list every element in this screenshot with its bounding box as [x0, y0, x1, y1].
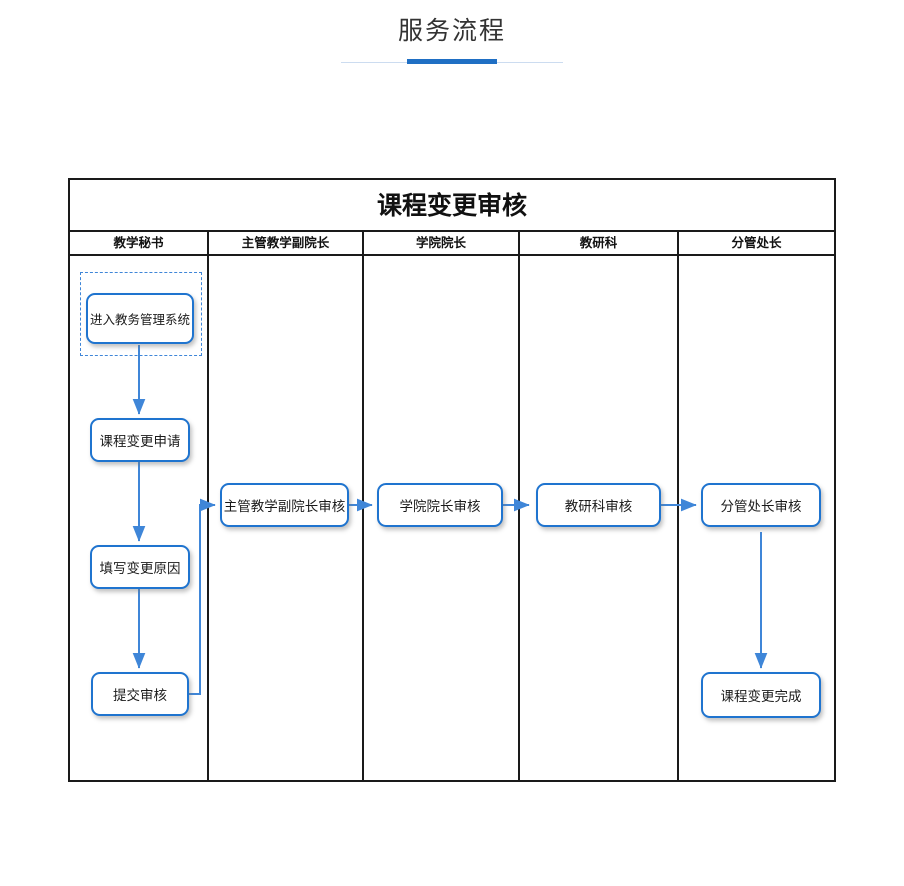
node-vice-dean-review[interactable]: 主管教学副院长审核 — [220, 483, 349, 527]
node-submit-for-review[interactable]: 提交审核 — [91, 672, 189, 716]
node-course-change-application[interactable]: 课程变更申请 — [90, 418, 190, 462]
lane-header-teaching-secretary: 教学秘书 — [70, 232, 209, 254]
node-fill-change-reason[interactable]: 填写变更原因 — [90, 545, 190, 589]
lane-header-row: 教学秘书 主管教学副院长 学院院长 教研科 分管处长 — [70, 232, 834, 256]
lane-header-research-office: 教研科 — [520, 232, 679, 254]
lane-header-dean: 学院院长 — [364, 232, 520, 254]
lane-body-dean — [364, 256, 520, 780]
node-research-office-review[interactable]: 教研科审核 — [536, 483, 661, 527]
node-dean-review[interactable]: 学院院长审核 — [377, 483, 503, 527]
selection-handle-rect[interactable] — [80, 272, 202, 356]
node-division-head-review[interactable]: 分管处长审核 — [701, 483, 821, 527]
page-title: 服务流程 — [397, 17, 506, 45]
lane-header-vice-dean: 主管教学副院长 — [209, 232, 364, 254]
lane-body-vice-dean — [209, 256, 364, 780]
lane-header-division-head: 分管处长 — [731, 236, 782, 250]
node-course-change-complete[interactable]: 课程变更完成 — [701, 672, 821, 718]
flowchart-title: 课程变更审核 — [70, 180, 834, 232]
title-underline-accent — [407, 59, 497, 64]
lane-body-research-office — [520, 256, 679, 780]
node-enter-academic-system[interactable]: 进入教务管理系统 — [86, 293, 194, 344]
